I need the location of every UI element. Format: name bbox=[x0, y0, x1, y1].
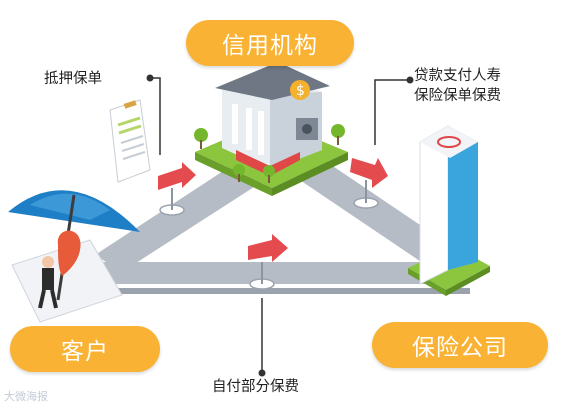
node-bank: 信用机构 bbox=[186, 20, 354, 66]
road-bottom-edge bbox=[85, 288, 470, 294]
arrow-sign-loan bbox=[350, 158, 388, 209]
pointer-self-pay bbox=[258, 298, 266, 377]
node-customer-label: 客户 bbox=[61, 339, 109, 365]
pointer-loan bbox=[374, 76, 414, 145]
customer-illustration bbox=[8, 190, 140, 323]
annotation-self-pay: 自付部分保费 bbox=[212, 379, 299, 395]
policy-document-illustration bbox=[109, 99, 151, 183]
node-insurer: 保险公司 bbox=[372, 322, 548, 368]
arrow-sign-self-pay bbox=[248, 234, 288, 290]
arrow-sign-mortgage bbox=[158, 162, 196, 216]
node-bank-label: 信用机构 bbox=[222, 33, 318, 59]
watermark: 大微海报 bbox=[4, 390, 48, 403]
pointer-mortgage bbox=[146, 74, 161, 155]
road-bottom bbox=[78, 262, 462, 284]
svg-text:$: $ bbox=[296, 83, 305, 99]
annotation-loan-payment-line-1: 贷款支付人寿 bbox=[414, 68, 501, 84]
node-insurer-label: 保险公司 bbox=[412, 335, 508, 361]
annotation-mortgage: 抵押保单 bbox=[44, 71, 102, 87]
road-left bbox=[95, 160, 268, 272]
insurance-building-illustration bbox=[408, 125, 490, 296]
annotation-loan-payment: 贷款支付人寿 保险保单保费 bbox=[414, 66, 501, 106]
annotation-loan-payment-line-2: 保险保单保费 bbox=[414, 88, 501, 104]
node-customer: 客户 bbox=[10, 326, 160, 372]
bank-illustration: $ bbox=[194, 62, 348, 196]
